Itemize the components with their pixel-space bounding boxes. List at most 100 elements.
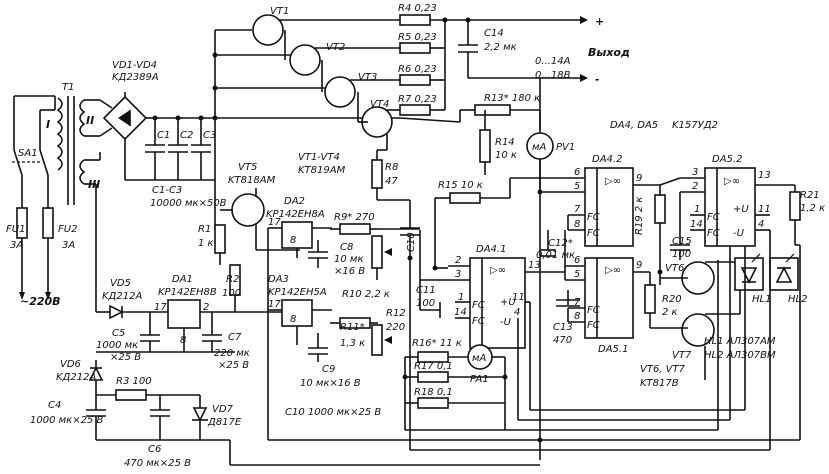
r9-label: R9* 270 xyxy=(334,212,375,223)
da2-pin17: 17 xyxy=(268,217,281,228)
da4-1-pin14: 14 xyxy=(454,307,467,318)
mains-input xyxy=(12,95,56,300)
r2-value: 100 xyxy=(222,288,241,299)
da5-2-pin14: 14 xyxy=(690,219,703,230)
r16-label: R16* 11 к xyxy=(412,338,462,349)
r3-label: R3 100 xyxy=(116,376,152,387)
da4-2-fc1: FC xyxy=(587,212,600,223)
r15-label: R15 10 к xyxy=(438,180,483,191)
bridge-name: VD1-VD4 xyxy=(112,60,157,71)
winding-2-label: II xyxy=(86,114,94,127)
vd7-type: Д817E xyxy=(207,417,242,428)
r2-label: R2 xyxy=(226,274,239,285)
da3-type: KP142EH5A xyxy=(268,287,327,298)
da5-1-fc2: FC xyxy=(587,320,600,331)
da3-pin17: 17 xyxy=(268,299,281,310)
vt2-label: VT2 xyxy=(326,42,345,53)
da4-2-pin9: 9 xyxy=(636,173,642,184)
da4-1-symbol: ▷∞ xyxy=(490,265,506,276)
vd6-label: VD6 xyxy=(60,359,81,370)
filter-capacitors xyxy=(145,115,211,180)
r1-value: 1 к xyxy=(198,238,214,249)
da5-1-pin5: 5 xyxy=(574,269,580,280)
opamp-da5-1 xyxy=(565,257,650,339)
vt4-label: VT4 xyxy=(370,99,389,110)
vt7-label: VT7 xyxy=(672,350,692,361)
aux-supply xyxy=(86,299,540,466)
bridge-rectifier xyxy=(99,92,155,180)
r1-label: R1 xyxy=(198,224,211,235)
da5-2-minus-u: -U xyxy=(733,228,745,239)
vt-group-type: KT819AM xyxy=(298,165,346,176)
fu2-label: FU2 xyxy=(58,224,77,235)
r20-value: 2 к xyxy=(662,307,678,318)
r11-label: R11* xyxy=(340,322,365,333)
da4-1-fc2: FC xyxy=(472,316,485,327)
r6-label: R6 0,23 xyxy=(398,64,437,75)
da3-label: DA3 xyxy=(268,274,289,285)
c7-value2: ×25 В xyxy=(218,360,249,371)
c9-value: 10 мк×16 В xyxy=(300,378,361,389)
regulator-da3 xyxy=(268,299,332,345)
da4-1-pin1: 1 xyxy=(458,292,464,303)
c8-label: C8 xyxy=(340,242,353,253)
da5-2-pin2: 2 xyxy=(692,181,698,192)
da5-1-pin6: 6 xyxy=(574,255,580,266)
r13-label: R13* 180 к xyxy=(484,93,540,104)
da2-pin8: 8 xyxy=(290,235,296,246)
regulator-da2 xyxy=(268,221,332,258)
c5-label: C5 xyxy=(112,328,125,339)
output-minus: - xyxy=(595,73,600,86)
c15-value: 100 xyxy=(672,249,691,260)
da5-1-pin8: 8 xyxy=(574,311,580,322)
da4-1-label: DA4.1 xyxy=(476,244,506,255)
c9-label: C9 xyxy=(322,364,335,375)
transformer-t1 xyxy=(56,96,101,312)
da5-2-symbol: ▷∞ xyxy=(724,176,740,187)
c1-c3-range: C1-C3 xyxy=(152,185,182,196)
r4-label: R4 0,23 xyxy=(398,3,437,14)
vt5-label: VT5 xyxy=(238,162,257,173)
da4-2-fc2: FC xyxy=(587,228,600,239)
c10-label: C10 xyxy=(406,232,417,252)
power-transistors xyxy=(212,14,400,230)
hl1-type: HL1 АЛ307AM xyxy=(704,336,776,347)
da4-1-fc1: FC xyxy=(472,300,485,311)
pv1-label: PV1 xyxy=(556,142,575,153)
r15-resistor xyxy=(435,175,568,204)
da5-2-pin13: 13 xyxy=(758,170,771,181)
winding-3-label: III xyxy=(88,178,100,191)
pa1-label: PA1 xyxy=(470,374,489,385)
hl2-label: HL2 xyxy=(788,294,807,305)
da3-pin8: 8 xyxy=(290,314,296,325)
c14-label: C14 xyxy=(484,28,504,39)
c7-label: C7 xyxy=(228,332,242,343)
c10-note: C10 1000 мк×25 В xyxy=(285,407,381,418)
da2-type: KP142EH8A xyxy=(266,209,325,220)
da4-1-pin4: 4 xyxy=(514,307,520,318)
da5-1-pin7: 7 xyxy=(574,297,581,308)
da5-1-symbol: ▷∞ xyxy=(605,265,621,276)
c5-value1: 1000 мк xyxy=(96,340,138,351)
leds xyxy=(734,253,799,291)
da5-1-pin9: 9 xyxy=(636,260,642,271)
mains-label: ~220B xyxy=(20,295,61,308)
output-section xyxy=(458,16,588,460)
c5-value2: ×25 В xyxy=(110,352,141,363)
vt-group-label: VT1-VT4 xyxy=(298,152,340,163)
c6-value: 470 мк×25 В xyxy=(124,458,191,469)
c4-value: 1000 мк×25 В xyxy=(30,415,103,426)
output-voltage-range: 0...18B xyxy=(535,70,571,81)
c6-label: C6 xyxy=(148,444,161,455)
r8-value: 47 xyxy=(385,176,398,187)
vd5-label: VD5 xyxy=(110,278,131,289)
output-current-range: 0...14A xyxy=(535,56,571,67)
da5-2-pin4: 4 xyxy=(758,219,764,230)
compensation-caps xyxy=(420,230,580,318)
vd6-type: KД212A xyxy=(56,372,96,383)
vt3-label: VT3 xyxy=(358,72,377,83)
c14-value: 2,2 мк xyxy=(484,42,517,53)
da5-2-plus-u: +U xyxy=(733,204,749,215)
r8-resistor xyxy=(371,159,383,189)
